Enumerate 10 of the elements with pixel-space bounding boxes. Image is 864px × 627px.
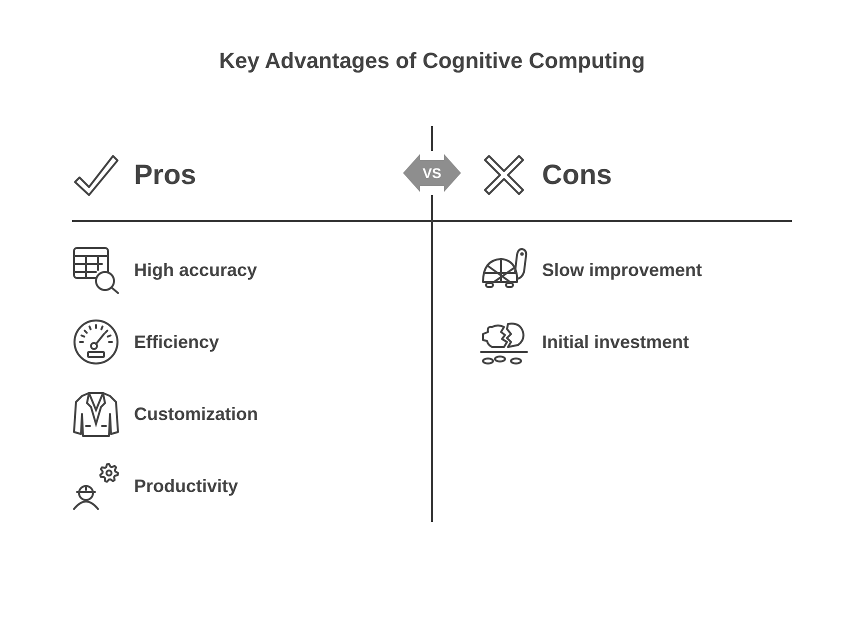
list-item-text: Productivity: [134, 476, 238, 496]
list-item-text: Slow improvement: [542, 260, 702, 280]
list-item-text: Efficiency: [134, 332, 220, 352]
column-heading: Cons: [542, 159, 612, 192]
vs-badge: VS: [403, 153, 461, 193]
list-item-text: Initial investment: [542, 332, 690, 352]
diagram-title: Key Advantages of Cognitive Computing: [218, 48, 646, 74]
list-item-text: Customization: [134, 404, 258, 424]
list-item-text: High accuracy: [134, 260, 258, 280]
column-heading: Pros: [134, 159, 196, 192]
